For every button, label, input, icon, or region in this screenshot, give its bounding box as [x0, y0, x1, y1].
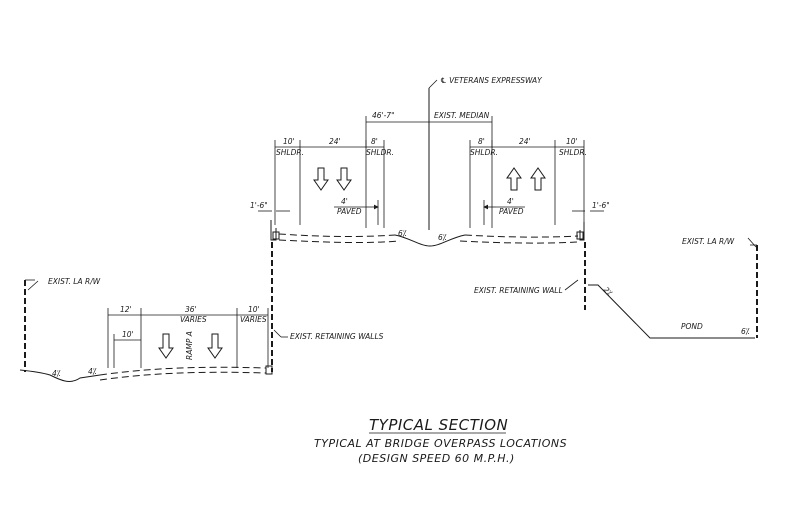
left-shoulder-outside-width: 10' — [283, 137, 295, 146]
right-ground: 2⁒ POND 6⁒ EXIST. LA R/W — [588, 237, 758, 339]
right-paved-label: PAVED — [499, 207, 524, 216]
caption-line2: (DESIGN SPEED 60 M.P.H.) — [358, 452, 515, 465]
median-label: EXIST. MEDIAN — [434, 111, 490, 120]
left-roadway: 10' SHLDR. 24' 8' SHLDR. 4' PAVED 1'-6" — [250, 137, 394, 228]
caption: TYPICAL SECTION TYPICAL AT BRIDGE OVERPA… — [314, 416, 567, 465]
pond-slope: 6⁒ — [741, 327, 750, 336]
left-paved-width: 4' — [341, 197, 348, 206]
la-rw-right-label: EXIST. LA R/W — [682, 237, 735, 246]
left-retaining-wall: EXIST. RETAINING WALLS — [271, 242, 384, 372]
left-ground: 4⁒ EXIST. LA R/W — [19, 277, 101, 382]
ramp-dim-inner: 10' — [122, 330, 134, 339]
retaining-walls-label: EXIST. RETAINING WALLS — [290, 332, 384, 341]
ramp-slope-right: 4⁒ — [88, 367, 97, 376]
right-slope: 2⁒ — [602, 285, 615, 298]
caption-title: TYPICAL SECTION — [369, 416, 508, 434]
right-retaining-wall: EXIST. RETAINING WALL — [474, 242, 586, 310]
ramp-traffic-arrow-2-icon — [207, 333, 223, 359]
centerline-label: ℄ VETERANS EXPRESSWAY — [440, 76, 543, 85]
ramp-slope-left: 4⁒ — [52, 369, 61, 378]
right-traffic-arrow-2-icon — [530, 167, 546, 191]
left-paved-label: PAVED — [337, 207, 362, 216]
right-shoulder-inside-label: SHLDR. — [470, 148, 498, 157]
ramp-dim-outer: 12' — [120, 305, 132, 314]
ramp-width-label: VARIES — [180, 315, 207, 324]
ramp-shoulder: 10' — [248, 305, 260, 314]
left-shoulder-outside-label: SHLDR. — [276, 148, 304, 157]
left-traffic-arrow-1-icon — [313, 167, 329, 191]
left-traffic-arrow-2-icon — [336, 167, 352, 191]
ramp-shoulder-label: VARIES — [240, 315, 267, 324]
right-shoulder-inside-width: 8' — [478, 137, 485, 146]
right-lanes-width: 24' — [519, 137, 531, 146]
left-lanes-width: 24' — [329, 137, 341, 146]
median-width: 46'-7" — [372, 111, 395, 120]
right-roadway: 8' SHLDR. 24' 10' SHLDR. 4' PAVED 1'-6" — [469, 137, 610, 228]
la-rw-left-label: EXIST. LA R/W — [48, 277, 101, 286]
right-shoulder-outside-label: SHLDR. — [559, 148, 587, 157]
mainline-pavement-profile: 6⁒ 6⁒ — [270, 220, 585, 247]
ramp-name: RAMP A — [185, 331, 194, 360]
centerline: ℄ VETERANS EXPRESSWAY — [428, 76, 543, 230]
caption-line1: TYPICAL AT BRIDGE OVERPASS LOCATIONS — [314, 437, 567, 450]
left-shoulder-inside-width: 8' — [371, 137, 378, 146]
retaining-wall-label: EXIST. RETAINING WALL — [474, 286, 563, 295]
right-paved-width: 4' — [507, 197, 514, 206]
right-traffic-arrow-1-icon — [506, 167, 522, 191]
right-shoulder-outside-width: 10' — [566, 137, 578, 146]
ramp-a: 12' 36' VARIES 10' VARIES 10' RAMP A 4⁒ — [88, 305, 273, 381]
right-offset: 1'-6" — [592, 201, 610, 210]
left-shoulder-inside-label: SHLDR. — [366, 148, 394, 157]
left-offset: 1'-6" — [250, 201, 268, 210]
ramp-width: 36' — [185, 305, 197, 314]
ramp-traffic-arrow-1-icon — [158, 333, 174, 359]
median-slope-right: 6⁒ — [438, 233, 447, 242]
pond-label: POND — [681, 322, 703, 331]
median-slope-left: 6⁒ — [398, 229, 407, 238]
